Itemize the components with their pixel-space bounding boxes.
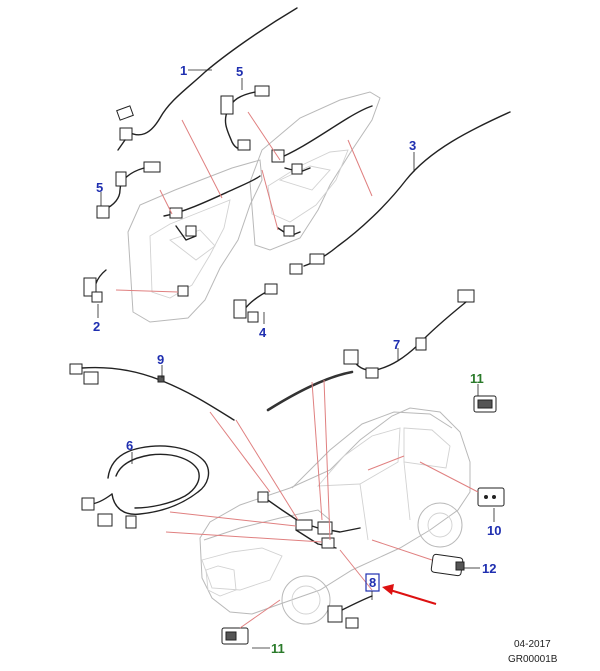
front-door-harness bbox=[163, 175, 261, 241]
footer-date: 04-2017 bbox=[514, 639, 551, 650]
callout-12: 12 bbox=[482, 561, 496, 576]
central-harness bbox=[257, 491, 361, 549]
front-door-panel bbox=[127, 159, 263, 323]
harness-1 bbox=[116, 7, 298, 151]
rear-door-harness bbox=[271, 105, 373, 237]
callout-6: 6 bbox=[126, 438, 133, 453]
callout-11-upper: 11 bbox=[470, 371, 484, 386]
harness-3 bbox=[289, 111, 511, 275]
callout-11-lower: 11 bbox=[271, 641, 285, 656]
module-12 bbox=[430, 553, 465, 577]
callout-3: 3 bbox=[409, 138, 416, 153]
red-arrow bbox=[382, 584, 437, 605]
module-11-lower bbox=[221, 627, 249, 645]
callout-4: 4 bbox=[259, 325, 267, 340]
callout-2: 2 bbox=[93, 319, 100, 334]
callout-5-upper: 5 bbox=[236, 64, 243, 79]
callout-10: 10 bbox=[487, 523, 501, 538]
module-10 bbox=[477, 487, 505, 507]
callout-5-lower: 5 bbox=[96, 180, 103, 195]
harness-5-lower bbox=[96, 161, 161, 219]
callout-9: 9 bbox=[157, 352, 164, 367]
harness-8 bbox=[327, 595, 373, 629]
harness-6 bbox=[81, 445, 210, 529]
harness-2 bbox=[83, 269, 189, 303]
harness-4 bbox=[233, 283, 278, 323]
harness-9 bbox=[69, 363, 235, 421]
module-11-upper bbox=[473, 395, 497, 413]
leader-lines bbox=[115, 111, 479, 629]
footer-code: GR00001B bbox=[508, 654, 558, 665]
callout-7: 7 bbox=[393, 337, 400, 352]
vehicle-outline bbox=[199, 407, 471, 625]
harness-5-upper bbox=[220, 85, 270, 151]
harness-7 bbox=[266, 289, 475, 412]
callout-8: 8 bbox=[369, 575, 376, 590]
rear-door-panel bbox=[249, 91, 381, 251]
callout-8-box bbox=[365, 573, 380, 592]
callout-1: 1 bbox=[180, 63, 187, 78]
